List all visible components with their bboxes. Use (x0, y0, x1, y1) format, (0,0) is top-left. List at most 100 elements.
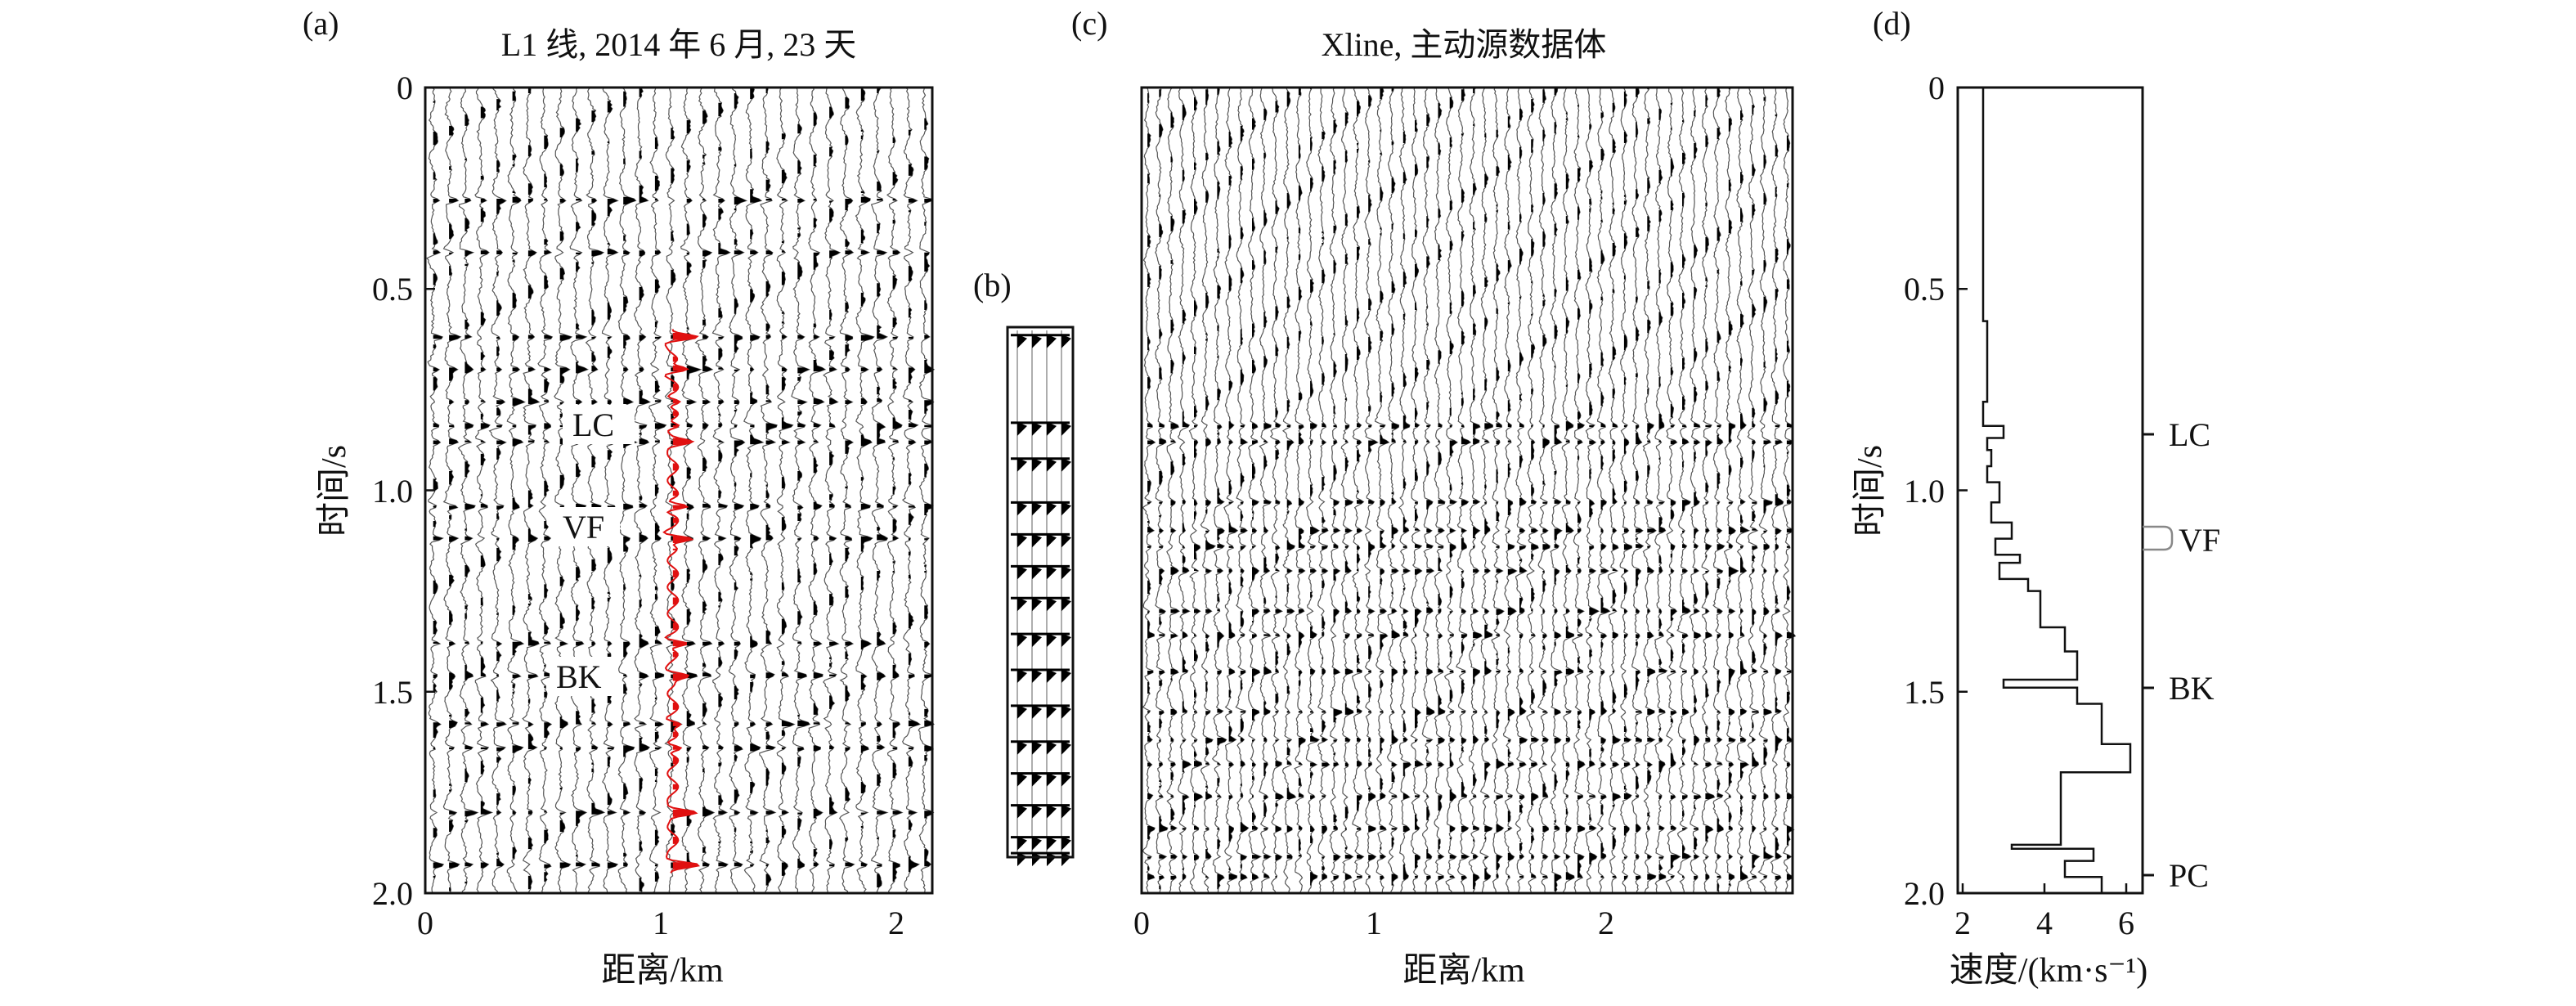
seismic-trace (1281, 87, 1297, 894)
seismic-trace-fill (1310, 88, 1319, 886)
seismic-trace (1235, 87, 1250, 894)
seismic-trace (1631, 87, 1645, 894)
seismic-trace-fill (1461, 89, 1471, 880)
seismic-trace-fill (449, 91, 461, 891)
panel-d-y-axis-label: 时间/s (1851, 445, 1889, 537)
seismic-trace (1712, 87, 1726, 894)
seismic-trace-fill (1391, 88, 1400, 886)
seismic-trace (694, 87, 716, 894)
y-tick-label: 1.5 (372, 674, 413, 711)
x-tick-label: 2 (888, 905, 904, 941)
panel-c-label: (c) (1071, 5, 1107, 42)
seismic-trace (870, 87, 889, 894)
panel-d: (d) 0 0.5 1.0 1.5 2.0 2 4 6 速度/(km·s⁻¹) … (1851, 5, 2220, 990)
y-tick-label: 0 (1928, 70, 1945, 106)
seismic-trace (855, 87, 875, 894)
seismic-trace-fill (1612, 99, 1621, 878)
seismic-trace-fill (1542, 89, 1551, 878)
seismic-trace-fill (813, 112, 825, 867)
synthetic-wavelet (1061, 501, 1071, 516)
seismic-trace-fill (1415, 119, 1424, 878)
panel-b-label: (b) (973, 267, 1012, 303)
synthetic-wavelet (1017, 704, 1027, 719)
seismic-trace (1434, 87, 1446, 894)
seismic-trace (1155, 87, 1169, 894)
y-tick-label: 0 (397, 70, 413, 106)
seismic-trace (1596, 87, 1611, 894)
seismic-trace (728, 87, 748, 894)
synthetic-wavelet (1047, 565, 1057, 580)
velocity-curve (1981, 88, 2132, 893)
panel-a: (a) L1 线, 2014 年 6 月, 23 天 0 0.5 1.0 1.5… (303, 5, 936, 990)
y-tick-label: 1.5 (1904, 674, 1945, 711)
synthetic-wavelet (1047, 457, 1057, 472)
marker-vf: VF (2179, 522, 2220, 559)
seismic-trace-fill (1623, 91, 1632, 880)
seismic-trace (1770, 87, 1784, 894)
seismic-trace-fill (1786, 101, 1796, 880)
seismic-trace-fill (1449, 97, 1457, 878)
synthetic-wavelet (1032, 565, 1042, 580)
seismic-trace-fill (1357, 101, 1364, 878)
synthetic-wavelet (1061, 740, 1071, 755)
marker-bracket (2143, 525, 2174, 551)
seismic-trace (617, 87, 639, 894)
seismic-trace (442, 87, 462, 894)
seismic-trace (1550, 87, 1563, 894)
seismic-trace-fill (1170, 88, 1179, 880)
seismic-trace-fill (639, 88, 650, 891)
synthetic-wavelet (1032, 836, 1042, 851)
synthetic-wavelet (1061, 457, 1071, 472)
synthetic-wavelet (1047, 597, 1057, 612)
seismic-trace (1410, 87, 1425, 894)
seismic-trace-fill (1217, 88, 1227, 890)
seismic-trace (823, 87, 841, 894)
synthetic-wavelet (1032, 334, 1042, 348)
synthetic-wavelet (1061, 565, 1071, 580)
synthetic-wavelet (1017, 633, 1027, 648)
seismic-trace-fill (1194, 97, 1203, 865)
y-tick-label: 2.0 (1904, 875, 1945, 912)
synthetic-wavelet (1061, 597, 1071, 612)
synthetic-wavelet (1032, 740, 1042, 755)
panel-b-plot-area (1011, 330, 1071, 867)
panel-a-title: L1 线, 2014 年 6 月, 23 天 (501, 26, 856, 63)
seismic-trace-fill (892, 137, 903, 882)
seismic-trace-fill (1705, 95, 1715, 880)
seismic-trace (585, 87, 606, 894)
seismic-trace (474, 87, 494, 894)
seismic-trace (1166, 87, 1181, 894)
synthetic-wavelet (1047, 804, 1057, 819)
seismic-trace-fill (1636, 88, 1644, 880)
panel-c-frame (1140, 86, 1794, 895)
synthetic-wavelet (1047, 533, 1057, 548)
synthetic-wavelet (1032, 852, 1042, 867)
seismic-trace-fill (1728, 88, 1739, 886)
seismic-trace-fill (1275, 101, 1284, 878)
seismic-trace-fill (1600, 112, 1610, 878)
y-tick-label: 0.5 (372, 271, 413, 308)
seismic-trace-fill (1205, 89, 1215, 878)
marker-bg (554, 507, 620, 546)
seismic-trace-fill (1531, 99, 1539, 878)
seismic-trace (1584, 87, 1600, 894)
seismic-trace (1374, 87, 1390, 894)
seismic-trace-fill (1647, 88, 1656, 880)
seismic-trace (1701, 87, 1716, 894)
seismic-trace (1468, 87, 1483, 894)
seismic-trace (1757, 87, 1775, 894)
synthetic-wavelet (1061, 669, 1071, 684)
seismic-trace-fill (1752, 105, 1760, 878)
synthetic-wavelet (1017, 772, 1027, 787)
seismic-trace-fill (1507, 116, 1517, 891)
synthetic-wavelet (1032, 533, 1042, 548)
seismic-trace-fill (559, 91, 572, 869)
seismic-trace-fill (1554, 88, 1562, 891)
highlighted-trace-fill (672, 332, 698, 869)
x-tick-label: 1 (1366, 905, 1382, 941)
panel-a-frame (424, 86, 934, 895)
seismic-trace (1421, 87, 1435, 894)
panel-d-x-ticks: 2 4 6 (1954, 905, 2134, 941)
seismic-trace (680, 87, 702, 894)
synthetic-wavelet (1017, 836, 1027, 851)
